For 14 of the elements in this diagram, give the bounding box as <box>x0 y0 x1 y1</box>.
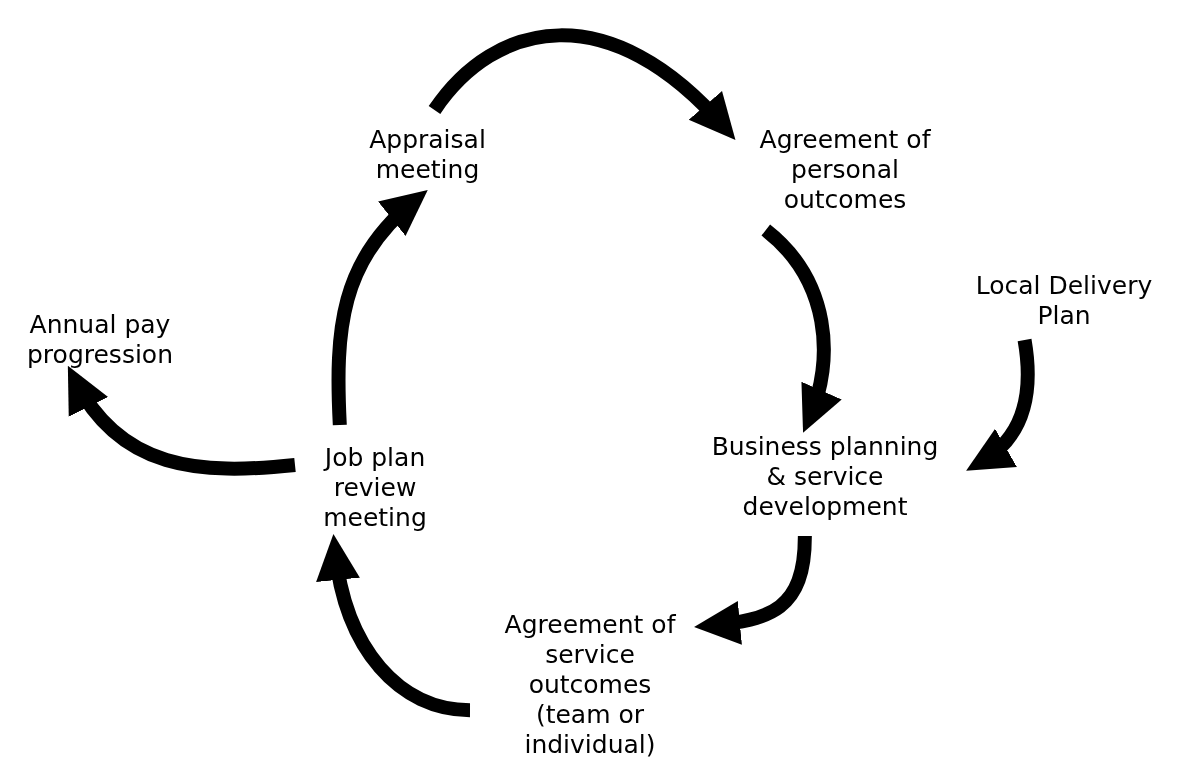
curved-arrow <box>966 339 1035 472</box>
step-label: Agreement of service outcomes (team or individual) <box>503 610 677 760</box>
step-label: Agreement of personal outcomes <box>758 125 932 215</box>
step-label: Local Delivery Plan <box>974 271 1154 331</box>
step-label: Business planning & service development <box>710 432 940 522</box>
curved-arrow <box>67 366 296 476</box>
step-label: Appraisal meeting <box>368 125 487 185</box>
curved-arrow <box>761 224 841 433</box>
curved-arrow <box>694 535 812 645</box>
step-label: Annual pay progression <box>26 310 174 370</box>
step-label: Job plan review meeting <box>322 442 428 533</box>
curved-arrow <box>317 534 471 718</box>
curved-arrow <box>331 189 428 426</box>
curved-arrow <box>428 28 737 140</box>
